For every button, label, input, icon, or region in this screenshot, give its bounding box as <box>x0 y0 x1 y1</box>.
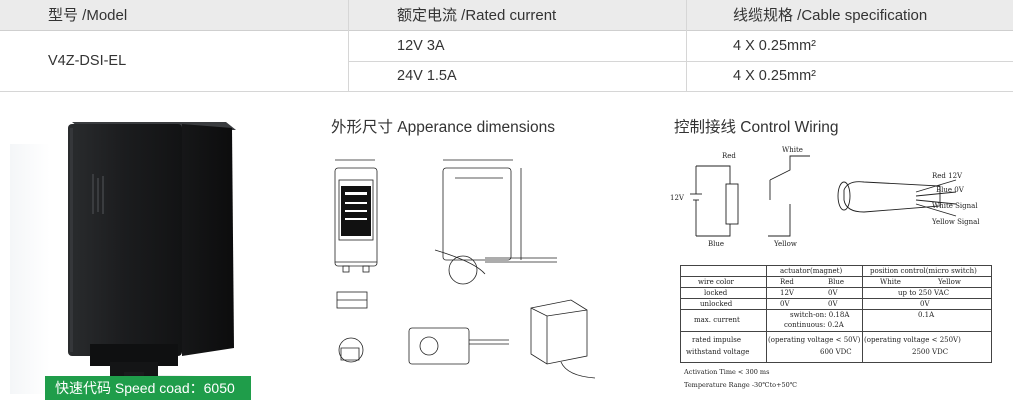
wire-label-blue: Blue <box>708 240 724 248</box>
table-cell: 0V <box>920 300 930 308</box>
table-row-label: withstand voltage <box>686 348 750 356</box>
cable-label-red: Red 12V <box>932 172 963 180</box>
spec-table: 型号 /Model 额定电流 /Rated current 线缆规格 /Cabl… <box>0 0 1013 92</box>
row-divider <box>348 61 1013 62</box>
table-cell: Blue <box>828 278 845 286</box>
speed-code-badge: 快速代码 Speed coad：6050 <box>45 376 251 400</box>
table-cell: Red <box>780 278 794 286</box>
product-photo <box>0 104 300 410</box>
table-cell: (operating voltage < 50V) <box>768 336 861 344</box>
wiring-diagram: Red White 12V Blue Yellow Red 12V Blue 0… <box>670 146 980 248</box>
current-value: 24V 1.5A <box>397 68 457 84</box>
column-divider <box>348 0 349 92</box>
cable-value: 4 X 0.25mm² <box>733 68 816 84</box>
table-header-actuator: actuator(magnet) <box>780 267 843 275</box>
wire-label-white: White <box>782 146 803 154</box>
table-cell: 0V <box>780 300 790 308</box>
table-cell: 0.1A <box>918 311 935 319</box>
table-cell: (operating voltage < 250V) <box>864 336 961 344</box>
header-cable-spec: 线缆规格 /Cable specification <box>733 7 928 24</box>
header-model: 型号 /Model <box>48 7 128 24</box>
table-cell: 600 VDC <box>820 348 852 356</box>
table-cell: 2500 VDC <box>912 348 949 356</box>
dimensions-title: 外形尺寸 Apperance dimensions <box>331 119 555 136</box>
spec-table-header: 型号 /Model 额定电流 /Rated current 线缆规格 /Cabl… <box>0 0 1013 31</box>
model-value: V4Z-DSI-EL <box>48 53 127 69</box>
cable-value: 4 X 0.25mm² <box>733 38 816 54</box>
wiring-spec-table: actuator(magnet) position control(micro … <box>680 265 992 363</box>
current-value: 12V 3A <box>397 38 445 54</box>
cable-label-yellow: Yellow Signal <box>931 218 980 226</box>
cable-label-white: White Signal <box>932 202 978 210</box>
temperature-range-note: Temperature Range -30℃to+50℃ <box>684 381 798 389</box>
table-cell: White <box>880 278 901 286</box>
wire-label-voltage: 12V <box>670 194 685 202</box>
column-divider <box>686 0 687 92</box>
header-rated-current: 额定电流 /Rated current <box>397 7 557 24</box>
table-cell: switch-on: 0.18A <box>790 311 850 319</box>
table-cell: up to 250 VAC <box>898 289 950 297</box>
table-row-label: rated impulse <box>692 336 742 344</box>
cable-label-blue: Blue 0V <box>936 186 965 194</box>
table-cell: 0V <box>828 300 838 308</box>
wire-label-red: Red <box>722 152 736 160</box>
activation-time-note: Activation Time < 300 ms <box>684 368 770 376</box>
wiring-title: 控制接线 Control Wiring <box>674 119 839 136</box>
table-row-label: max. current <box>694 316 740 324</box>
table-cell: 12V <box>780 289 794 297</box>
table-cell: Yellow <box>938 278 961 286</box>
table-row-label: wire color <box>698 278 734 286</box>
table-cell: 0V <box>828 289 838 297</box>
table-row-label: locked <box>704 289 728 297</box>
table-row-label: unlocked <box>700 300 733 308</box>
dimension-drawing <box>334 159 596 379</box>
table-header-switch: position control(micro switch) <box>870 267 977 275</box>
table-cell: continuous: 0.2A <box>784 321 844 329</box>
wire-label-yellow: Yellow <box>773 240 797 248</box>
row-divider <box>0 91 1013 92</box>
